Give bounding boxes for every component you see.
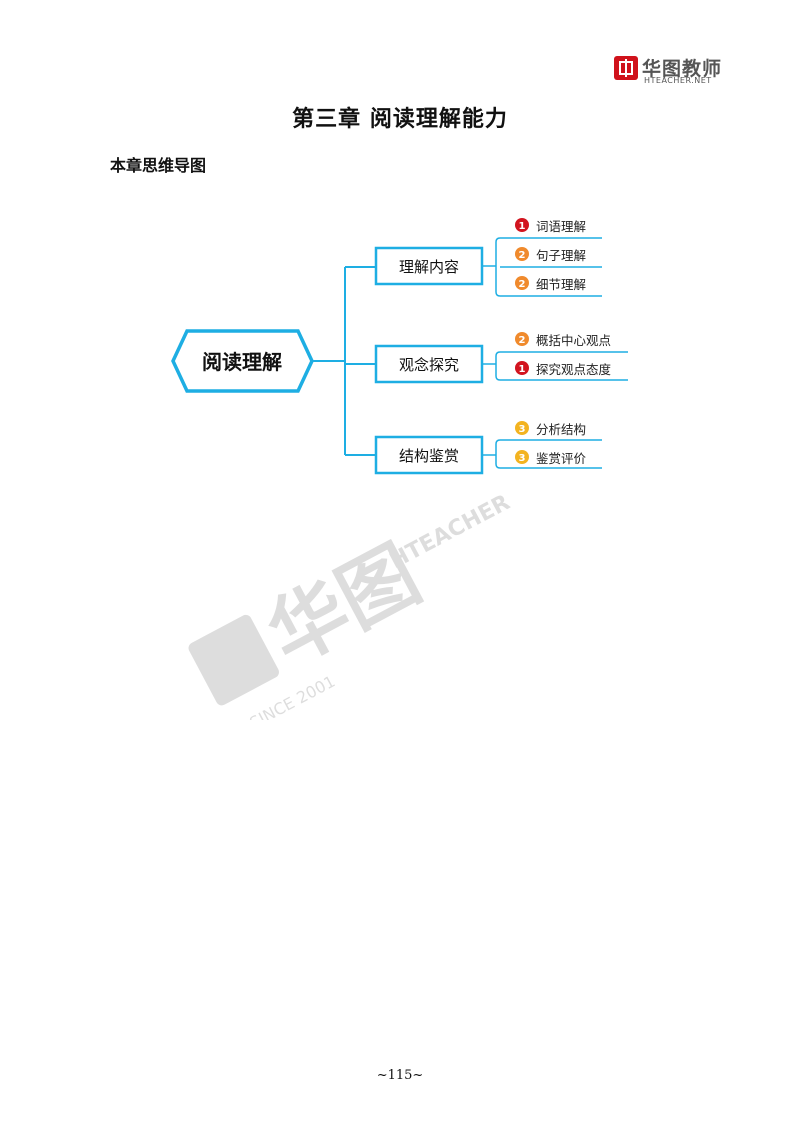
leaf-label: 探究观点态度 xyxy=(536,362,612,377)
leaf-bracket xyxy=(495,439,501,469)
leaf-bracket xyxy=(495,237,501,297)
logo-subtext: HTEACHER.NET xyxy=(644,76,712,85)
leaf-bracket xyxy=(495,351,501,381)
priority-badge xyxy=(515,361,529,375)
priority-badge-number: 2 xyxy=(519,279,526,290)
priority-badge xyxy=(515,421,529,435)
leaf-label: 鉴赏评价 xyxy=(536,451,587,466)
priority-badge-number: 1 xyxy=(519,364,526,375)
watermark-mark-icon xyxy=(188,614,279,706)
priority-badge-number: 3 xyxy=(519,424,526,435)
priority-badge-number: 1 xyxy=(519,221,526,232)
branch-node xyxy=(374,246,484,286)
root-node xyxy=(171,329,314,393)
watermark: 华图 HTEACHER SINCE 2001 xyxy=(188,490,514,720)
branch-label: 理解内容 xyxy=(399,258,459,276)
priority-badge-number: 2 xyxy=(519,335,526,346)
leaf-label: 细节理解 xyxy=(536,277,586,292)
branch-label: 结构鉴赏 xyxy=(399,447,459,465)
leaf-label: 概括中心观点 xyxy=(536,333,611,348)
branch-node xyxy=(374,344,484,384)
leaf-label: 句子理解 xyxy=(536,248,586,263)
watermark-since: SINCE 2001 xyxy=(246,672,338,720)
branch-node xyxy=(374,435,484,475)
chapter-title: 第三章 阅读理解能力 xyxy=(292,106,508,132)
priority-badge xyxy=(515,218,529,232)
mind-map: 阅读理解 理解内容 观念探究 结构鉴赏 1 词语理解 2 句子理解 2 细节理解… xyxy=(171,218,628,475)
priority-badge-number: 3 xyxy=(519,453,526,464)
priority-badge xyxy=(515,332,529,346)
priority-badge xyxy=(515,450,529,464)
brand-logo: 华图教师 HTEACHER.NET xyxy=(614,54,732,85)
logo-mark-icon xyxy=(614,56,638,80)
root-label: 阅读理解 xyxy=(202,350,282,374)
leaf-label: 分析结构 xyxy=(536,422,586,437)
section-title: 本章思维导图 xyxy=(110,156,207,175)
leaf-label: 词语理解 xyxy=(536,219,586,234)
page-number: ~115~ xyxy=(376,1068,424,1083)
logo-text: 华图教师 xyxy=(642,58,723,80)
priority-badge xyxy=(515,276,529,290)
priority-badge xyxy=(515,247,529,261)
branch-label: 观念探究 xyxy=(399,356,459,374)
watermark-cn: 华图 xyxy=(254,530,434,683)
priority-badge-number: 2 xyxy=(519,250,526,261)
